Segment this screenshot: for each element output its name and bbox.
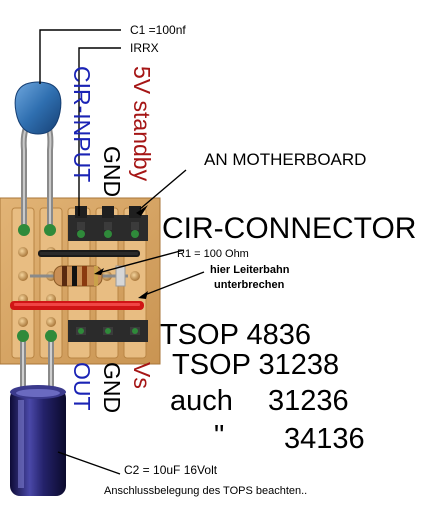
value-31236-label: 31236 (268, 385, 349, 417)
gnd-top-label: GND (99, 146, 125, 198)
tsop-31238-label: TSOP 31238 (172, 349, 340, 381)
capacitor-c2 (10, 330, 66, 496)
pin-header-top (68, 206, 148, 241)
c2-label: C2 = 10uF 16Volt (124, 463, 218, 477)
board-wiring (10, 250, 144, 310)
out-label: OUT (69, 362, 95, 411)
vs-label: Vs (129, 362, 155, 389)
gnd-bottom-label: GND (99, 362, 125, 414)
pin-header-bottom (68, 320, 148, 342)
leiterbahn-label-1: hier Leiterbahn (210, 264, 290, 276)
pinout-note: Anschlussbelegung des TOPS beachten.. (104, 485, 308, 497)
leader-arrowheads (94, 205, 148, 299)
motherboard-label: AN MOTHERBOARD (204, 150, 367, 169)
standby-label: 5V standby (129, 66, 155, 182)
ditto-mark: " (214, 420, 225, 452)
tsop-4836-label: TSOP 4836 (160, 319, 312, 351)
cir-connector-title: CIR-CONNECTOR (162, 212, 417, 245)
irrx-label: IRRX (130, 41, 159, 55)
leader-lines (39, 29, 205, 475)
value-34136-label: 34136 (284, 423, 365, 455)
capacitor-c1 (14, 81, 62, 236)
r1-label: R1 = 100 Ohm (177, 248, 249, 260)
auch-label: auch (170, 385, 233, 417)
resistor-r1 (30, 265, 128, 287)
leiterbahn-label-2: unterbrechen (214, 279, 285, 291)
cir-input-label: CIR-INPUT (69, 66, 95, 183)
c1-label: C1 =100nf (130, 23, 186, 37)
